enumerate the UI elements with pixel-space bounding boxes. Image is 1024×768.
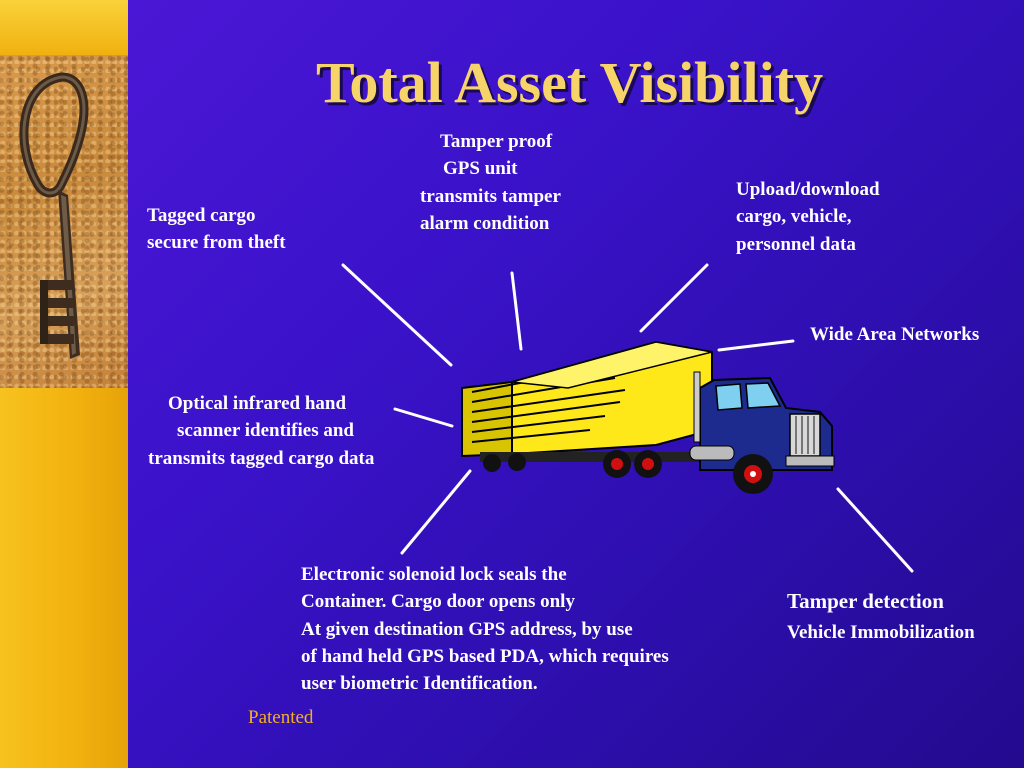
solenoid-label-1: Electronic solenoid lock seals the (301, 564, 567, 585)
wan-label: Wide Area Networks (810, 324, 980, 345)
connector-solenoid (400, 469, 472, 555)
patented-note: Patented (248, 707, 314, 728)
key-photo (0, 55, 128, 388)
truck-icon (461, 340, 835, 494)
solenoid-label-4: of hand held GPS based PDA, which requir… (301, 646, 669, 667)
solenoid-label-3: At given destination GPS address, by use (301, 619, 633, 640)
tamper-gps-label-3: transmits tamper (420, 186, 561, 207)
upload-label-2: cargo, vehicle, (736, 206, 852, 227)
connector-optical (393, 407, 454, 428)
upload-label-3: personnel data (736, 234, 856, 255)
tamper-gps-label-4: alarm condition (420, 213, 550, 234)
connector-tamper-detection (836, 487, 914, 573)
tamper-gps-label-1: Tamper proof (440, 131, 553, 152)
connector-tagged-cargo (341, 263, 453, 367)
connector-lines (341, 263, 914, 573)
tagged-cargo-label-1: Tagged cargo (147, 205, 256, 226)
solenoid-label-5: user biometric Identification. (301, 673, 538, 694)
immobilization-label: Vehicle Immobilization (787, 622, 975, 643)
optical-label-2: scanner identifies and (177, 420, 355, 441)
sidebar-cap (0, 0, 128, 55)
connector-wan (717, 339, 795, 352)
solenoid-label-2: Container. Cargo door opens only (301, 591, 575, 612)
sidebar (0, 0, 128, 768)
upload-label-1: Upload/download (736, 179, 880, 200)
optical-label-3: transmits tagged cargo data (148, 448, 375, 469)
connector-upload (639, 263, 709, 333)
tagged-cargo-label-2: secure from theft (147, 232, 286, 253)
connector-tamper-gps (510, 271, 523, 351)
slide-title: Total Asset Visibility (316, 50, 824, 115)
tamper-gps-label-2: GPS unit (443, 158, 518, 179)
tamper-detection-label: Tamper detection (787, 589, 944, 613)
key-icon (19, 72, 89, 359)
trailer-wheels (483, 450, 662, 478)
optical-label-1: Optical infrared hand (168, 393, 347, 414)
